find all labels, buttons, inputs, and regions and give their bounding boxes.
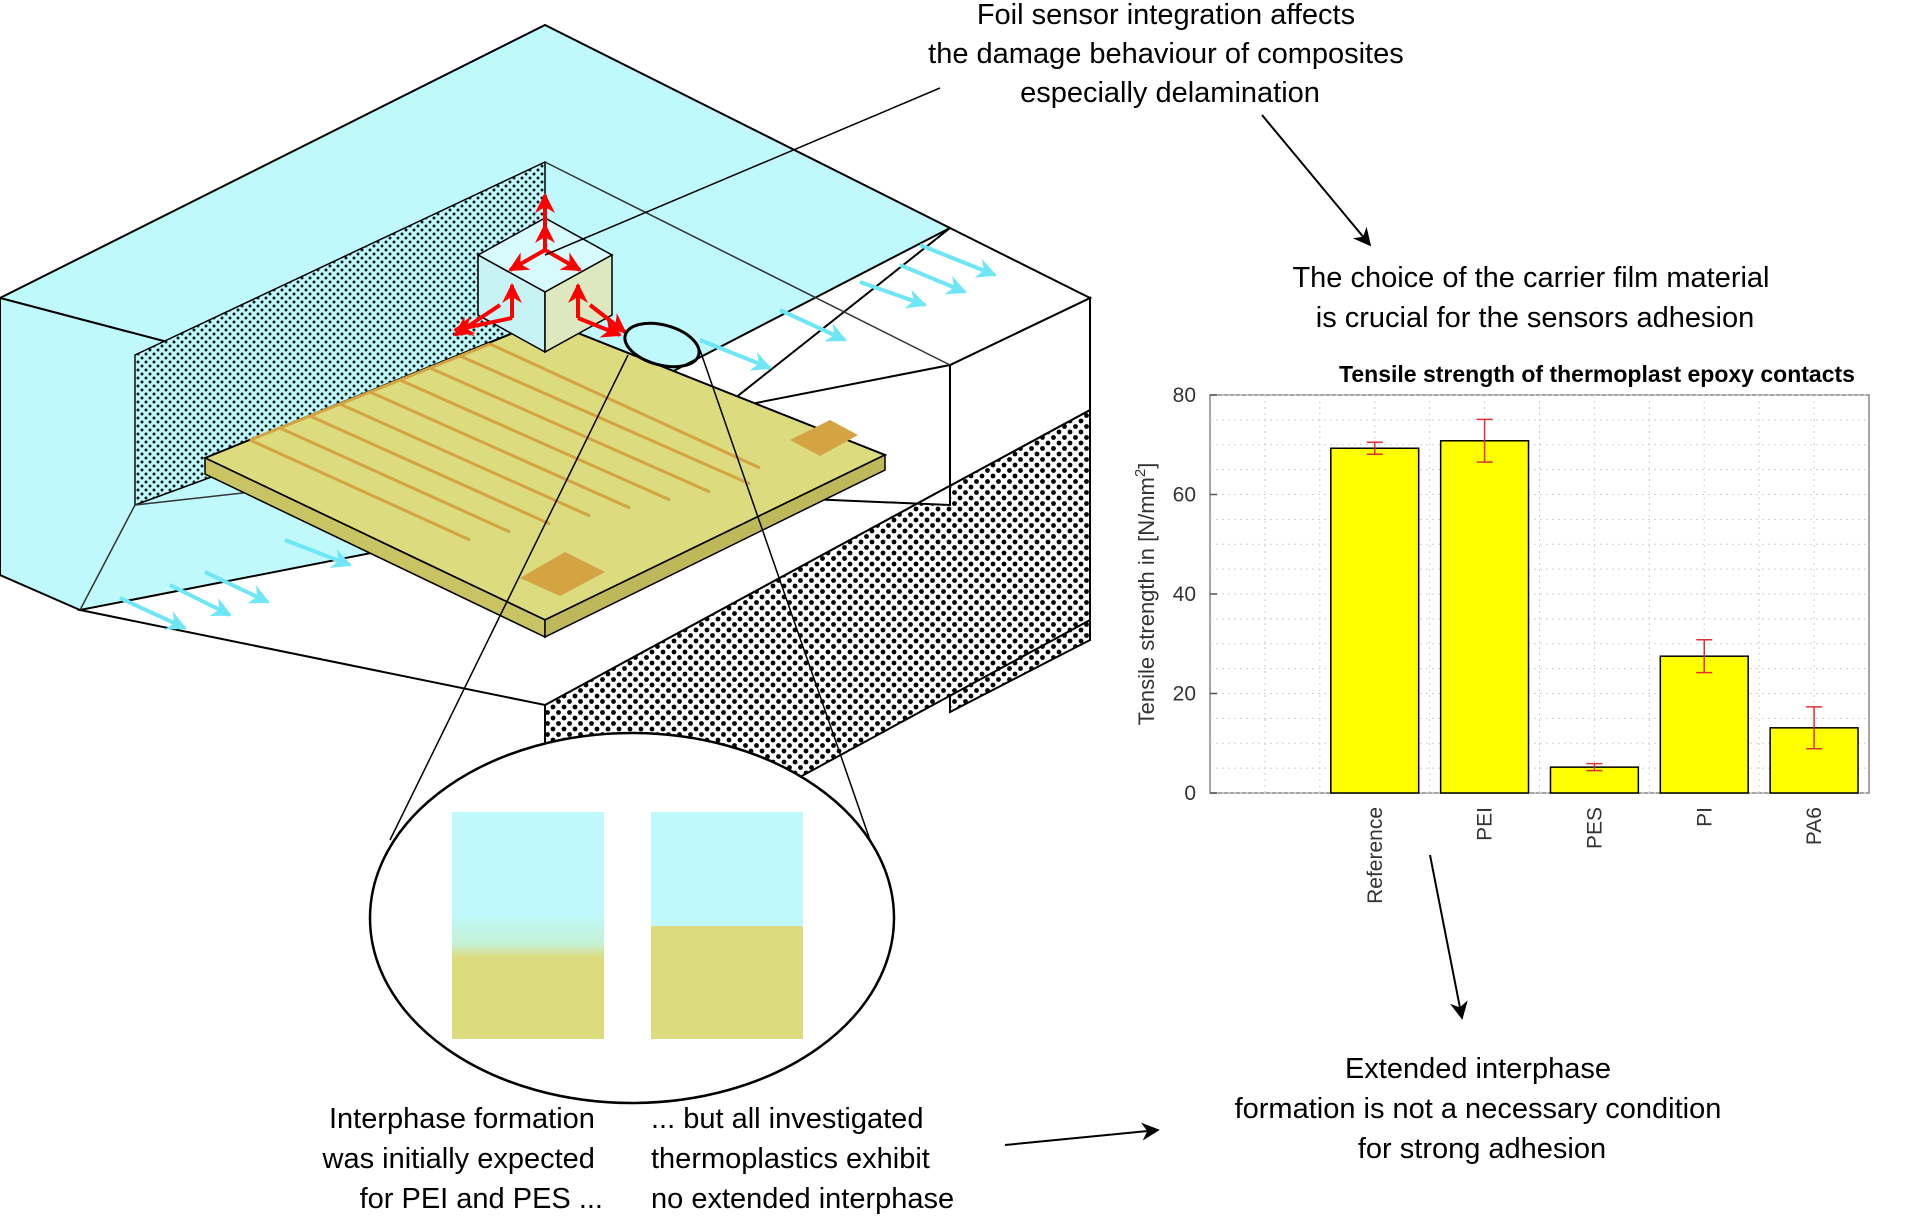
gradient-interphase-sample — [452, 812, 604, 1039]
y-tick-label: 60 — [1173, 484, 1196, 507]
caption-foil-integration: Foil sensor integration affects the dama… — [928, 0, 1412, 109]
category-label-reference: Reference — [1364, 807, 1387, 904]
composite-block-illustration — [0, 23, 1093, 917]
y-ticks: 0 20 40 60 80 — [1173, 384, 1217, 805]
tensile-strength-chart: Tensile strength of thermoplast epoxy co… — [1132, 361, 1870, 904]
grid-layer — [1210, 394, 1869, 794]
y-tick-label: 40 — [1173, 583, 1196, 606]
caption-expected-interphase: Interphase formation was initially expec… — [322, 1103, 603, 1215]
category-label-pa6: PA6 — [1803, 807, 1826, 845]
zoom-marker-ellipse — [623, 321, 701, 369]
resin-flow-arrows — [119, 243, 997, 630]
interphase-zoom-detail — [368, 731, 896, 1105]
bar-pes — [1549, 766, 1640, 794]
bar-reference — [1330, 447, 1420, 794]
category-labels: Reference PEI PES PI PA6 — [1364, 807, 1826, 904]
sharp-interface-sample-top — [651, 812, 803, 926]
arrow-observed-to-conclusion — [1004, 1122, 1160, 1146]
arrow-to-carrier-text — [1261, 114, 1372, 247]
bar-pi — [1659, 655, 1749, 794]
error-bars — [1366, 418, 1823, 772]
y-tick-label: 20 — [1173, 683, 1196, 706]
caption-conclusion: Extended interphase formation is not a n… — [1235, 1053, 1730, 1165]
caption-observed-interphase: ... but all investigated thermoplastics … — [651, 1103, 954, 1215]
y-tick-label: 0 — [1184, 782, 1196, 805]
category-label-pei: PEI — [1474, 807, 1497, 841]
category-label-pi: PI — [1693, 807, 1716, 827]
caption-carrier-choice: The choice of the carrier film material … — [1292, 262, 1777, 334]
bar-pei — [1439, 440, 1530, 794]
bars — [1330, 440, 1859, 794]
sharp-interface-sample-bottom — [651, 926, 803, 1039]
rve-cube — [453, 193, 627, 354]
category-label-pes: PES — [1583, 807, 1606, 849]
y-axis-label: Tensile strength in [N/mm2] — [1132, 463, 1159, 726]
y-tick-label: 80 — [1173, 384, 1196, 407]
arrow-pei-to-conclusion — [1429, 854, 1468, 1020]
chart-title: Tensile strength of thermoplast epoxy co… — [1339, 361, 1855, 387]
